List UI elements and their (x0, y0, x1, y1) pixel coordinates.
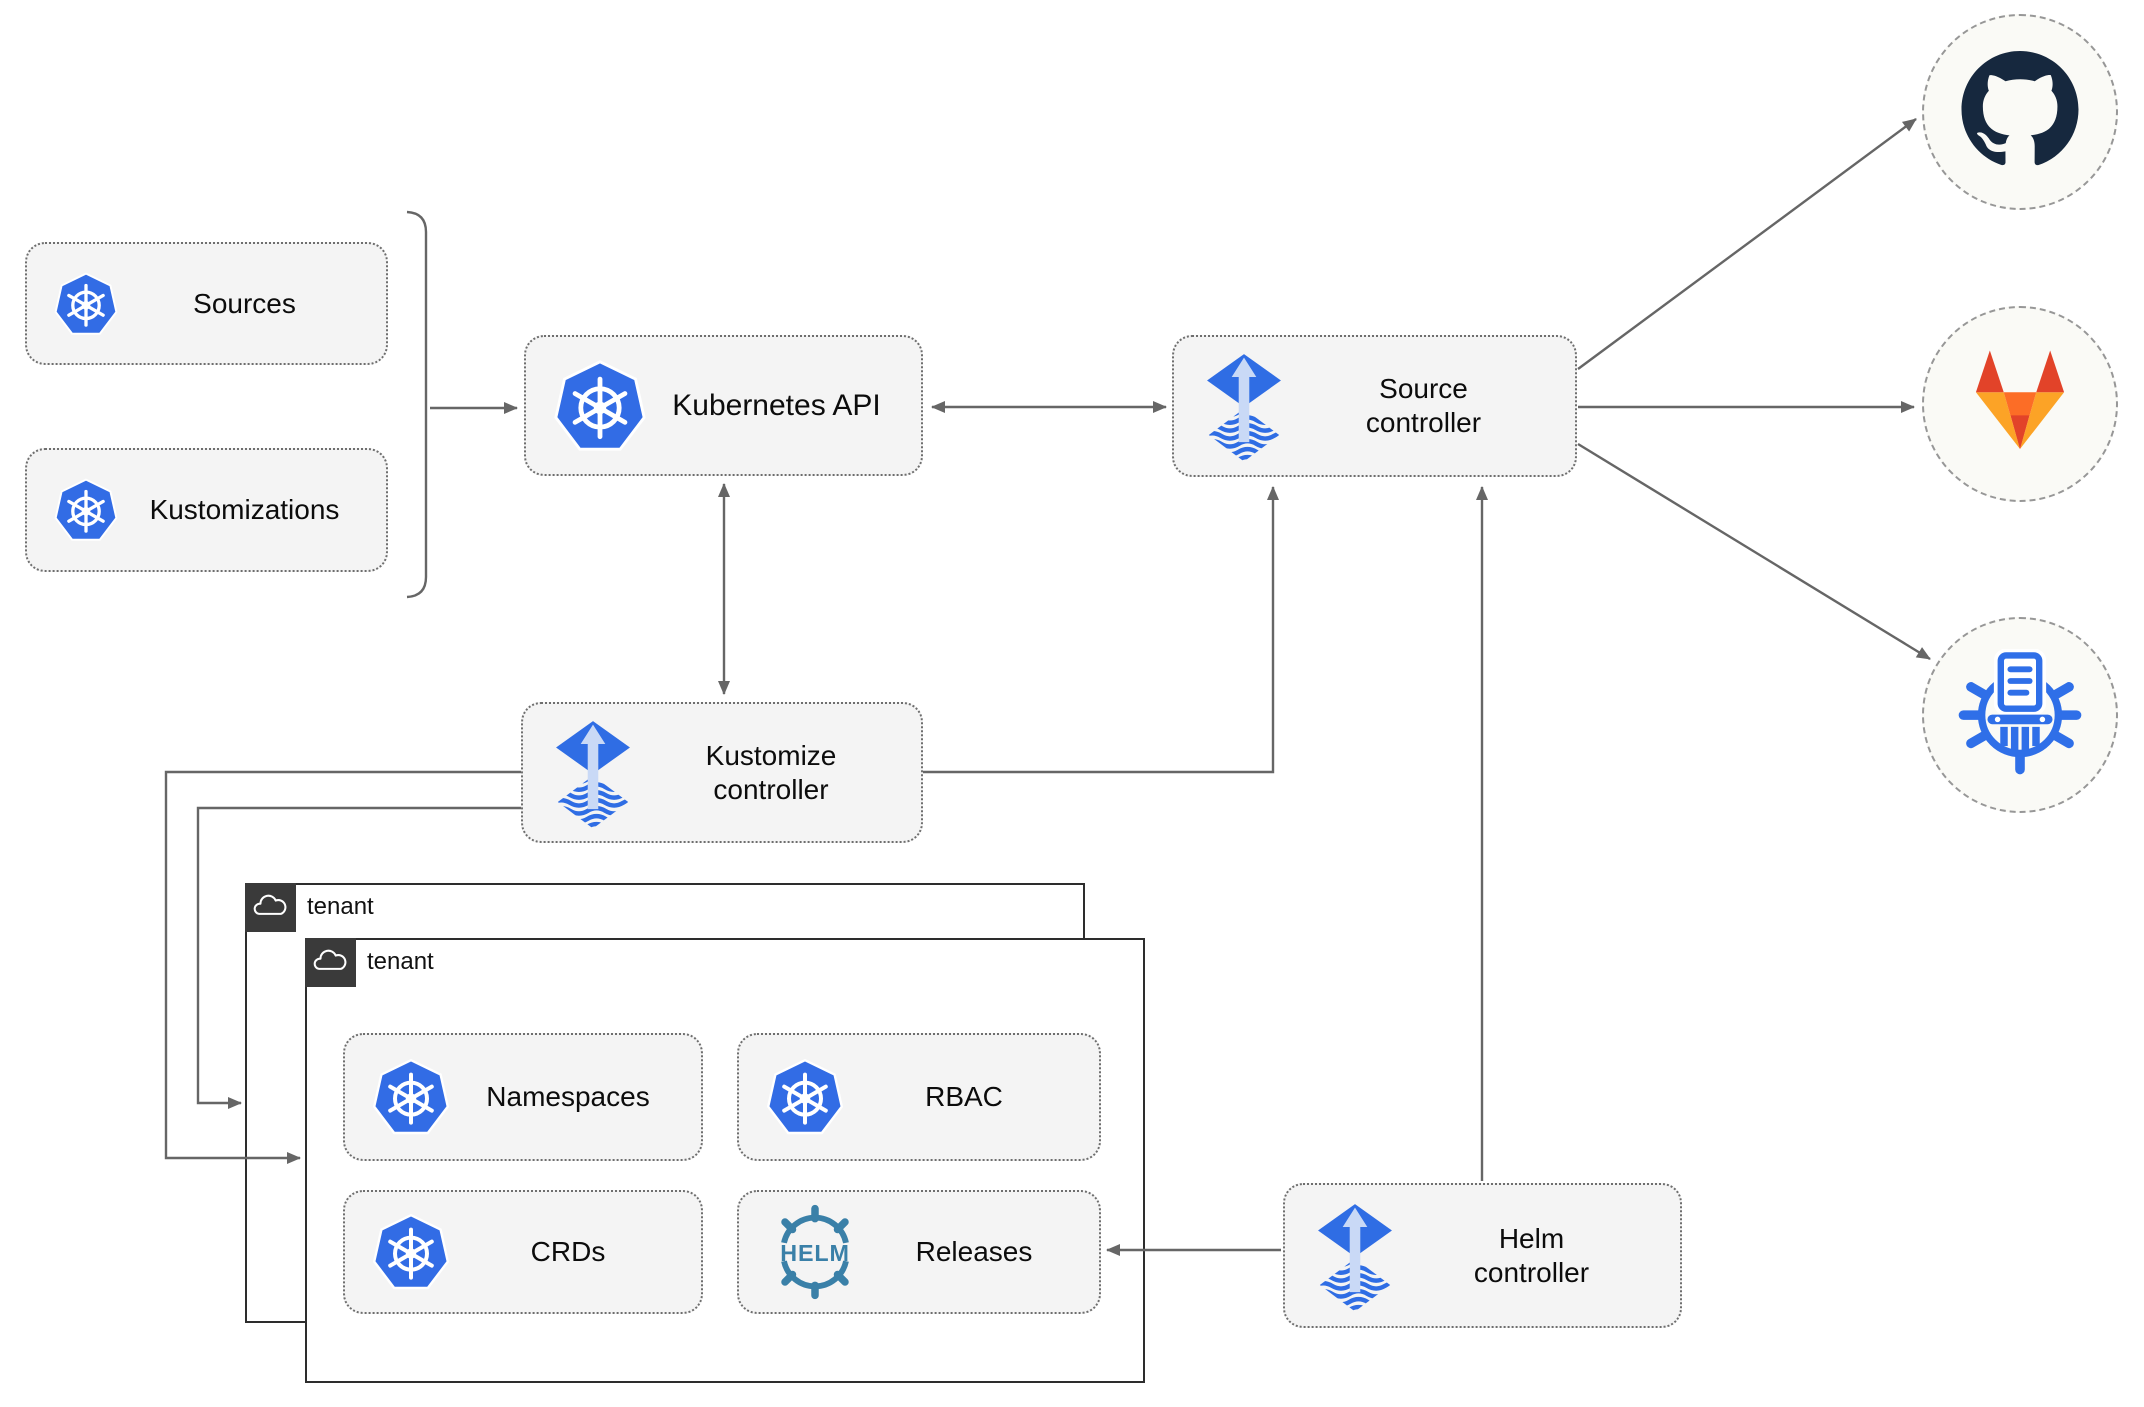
node-label: Helm controller (1473, 1222, 1590, 1288)
flux-icon (549, 711, 637, 835)
cloud-icon (252, 891, 288, 924)
node-label: Kustomizations (149, 494, 340, 526)
tenant-tab (244, 882, 296, 932)
node-label: CRDs (530, 1236, 606, 1268)
gitlab-icon (1962, 349, 2078, 459)
kubernetes-icon (371, 1057, 451, 1137)
helm-icon: HELM (765, 1204, 865, 1300)
external-gitlab (1922, 306, 2118, 502)
connector-source-controller-to-github (1577, 118, 1917, 370)
tenant-label: tenant (367, 948, 434, 975)
kubernetes-icon (765, 1057, 845, 1137)
node-helm-controller: Helm controller (1283, 1183, 1682, 1328)
node-label: Releases (915, 1236, 1033, 1268)
node-label: Kubernetes API (672, 388, 881, 422)
github-icon (1960, 51, 2080, 173)
tenant-tab (304, 937, 356, 987)
node-namespaces: Namespaces (343, 1033, 703, 1161)
node-sources: Sources (25, 242, 388, 365)
grouping-bracket (406, 210, 428, 599)
node-label: RBAC (925, 1081, 1003, 1113)
chart-repository-icon (1956, 649, 2084, 782)
cloud-icon (312, 946, 348, 979)
kubernetes-icon (371, 1212, 451, 1292)
kubernetes-icon (552, 358, 648, 454)
tenant-label: tenant (307, 893, 374, 920)
node-releases: HELM Releases (737, 1190, 1101, 1314)
external-github (1922, 14, 2118, 210)
node-label: Namespaces (486, 1081, 650, 1113)
helm-logo-text: HELM (780, 1240, 849, 1266)
node-rbac: RBAC (737, 1033, 1101, 1161)
connector-source-controller-to-chart-repository (1577, 442, 1931, 661)
kubernetes-icon (53, 271, 119, 337)
node-kustomize-controller: Kustomize controller (521, 702, 923, 843)
connector-kustomize-to-source-controller (923, 486, 1279, 774)
flux-icon (1311, 1194, 1399, 1318)
kubernetes-icon (53, 477, 119, 543)
node-crds: CRDs (343, 1190, 703, 1314)
node-source-controller: Source controller (1172, 335, 1577, 477)
node-kubernetes-api: Kubernetes API (524, 335, 923, 476)
node-label: Source controller (1365, 373, 1482, 438)
node-label: Kustomize controller (705, 739, 837, 805)
external-chart-repository (1922, 617, 2118, 813)
flux-icon (1200, 344, 1288, 468)
node-kustomizations: Kustomizations (25, 448, 388, 572)
node-label: Sources (193, 287, 296, 319)
